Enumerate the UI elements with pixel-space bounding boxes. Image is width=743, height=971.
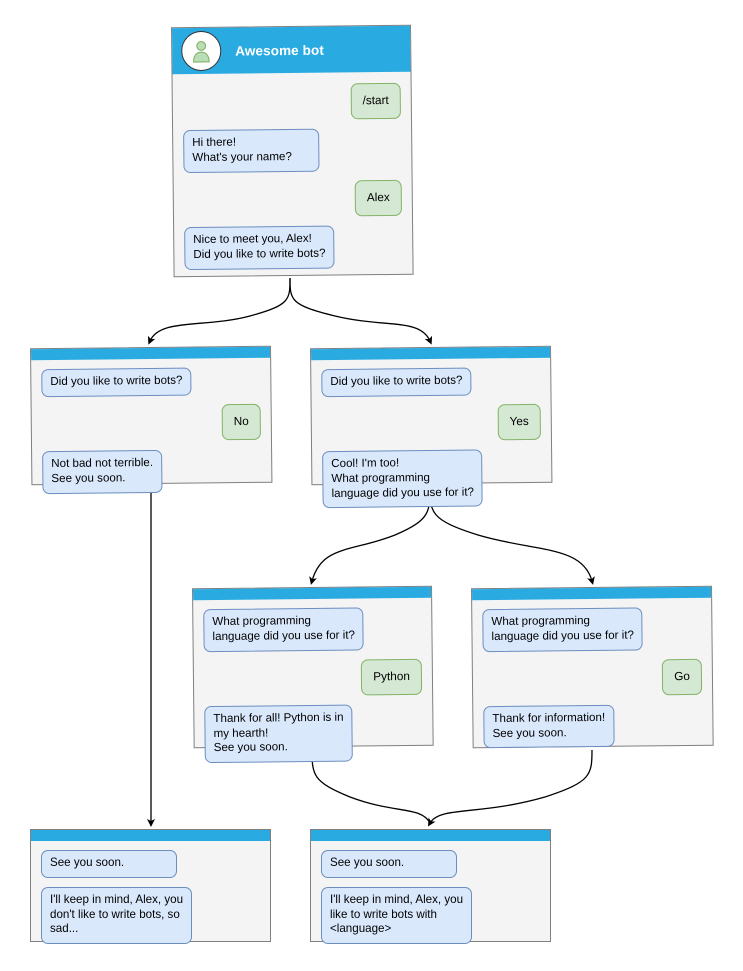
message-row: Thank for information! See you soon.	[483, 704, 702, 749]
user-message: /start	[350, 82, 401, 120]
message-row: Not bad not terrible. See you soon.	[42, 449, 261, 494]
message-row: Nice to meet you, Alex! Did you like to …	[184, 225, 402, 270]
message-row: Cool! I'm too! What programming language…	[322, 449, 542, 509]
node-no-branch-chat: Did you like to write bots? No Not bad n…	[31, 358, 271, 504]
bot-message: I'll keep in mind, Alex, you don't like …	[41, 886, 193, 945]
bot-message: I'll keep in mind, Alex, you like to wri…	[321, 886, 473, 945]
node-yes-branch-chat: Did you like to write bots? Yes Cool! I'…	[311, 358, 552, 519]
node-python-branch[interactable]: What programming language did you use fo…	[192, 585, 434, 764]
bot-message: Hi there! What's your name?	[183, 128, 320, 173]
message-row: /start	[183, 82, 401, 121]
node-end-sad-chat: See you soon. I'll keep in mind, Alex, y…	[31, 841, 270, 954]
message-row: I'll keep in mind, Alex, you like to wri…	[321, 886, 540, 945]
edge-root-to-yes	[289, 277, 433, 345]
user-message: Python	[361, 658, 423, 696]
node-end-happy[interactable]: See you soon. I'll keep in mind, Alex, y…	[310, 829, 551, 945]
node-go-branch-chat: What programming language did you use fo…	[472, 598, 713, 759]
node-root-header: Awesome bot	[172, 25, 411, 75]
edge-go-to-end-happy	[427, 749, 593, 827]
message-row: Hi there! What's your name?	[183, 128, 401, 173]
message-row: Python	[204, 658, 423, 697]
node-end-happy-chat: See you soon. I'll keep in mind, Alex, y…	[311, 841, 550, 954]
node-yes-branch[interactable]: Did you like to write bots? Yes Cool! I'…	[310, 345, 553, 509]
edge-root-to-no	[147, 277, 291, 345]
message-row: What programming language did you use fo…	[203, 607, 421, 652]
node-root[interactable]: Awesome bot /start Hi there! What's your…	[171, 24, 414, 280]
bot-message: Not bad not terrible. See you soon.	[42, 449, 163, 494]
message-row: Did you like to write bots?	[41, 367, 260, 397]
node-python-branch-chat: What programming language did you use fo…	[193, 598, 433, 774]
message-row: Thank for all! Python is in my hearth! S…	[204, 704, 423, 764]
user-message: Go	[662, 658, 703, 696]
bot-message: See you soon.	[321, 850, 457, 878]
bot-message: What programming language did you use fo…	[482, 607, 644, 652]
user-message: Alex	[354, 179, 402, 217]
message-row: See you soon.	[321, 850, 540, 878]
bot-message: Thank for information! See you soon.	[483, 704, 615, 749]
message-row: Yes	[322, 403, 541, 442]
message-row: What programming language did you use fo…	[482, 607, 701, 652]
person-avatar-icon	[181, 30, 222, 72]
node-go-branch[interactable]: What programming language did you use fo…	[471, 585, 714, 749]
bot-message: Did you like to write bots?	[321, 367, 472, 397]
user-message: Yes	[497, 403, 541, 441]
message-row: Alex	[184, 179, 402, 218]
node-end-sad-header	[31, 830, 270, 841]
bot-message: Thank for all! Python is in my hearth! S…	[204, 704, 354, 764]
bot-message: What programming language did you use fo…	[203, 607, 365, 652]
node-end-happy-header	[311, 830, 550, 841]
message-row: No	[42, 403, 261, 442]
message-row: Did you like to write bots?	[321, 367, 540, 397]
node-no-branch[interactable]: Did you like to write bots? No Not bad n…	[30, 345, 273, 494]
bot-message: See you soon.	[41, 850, 177, 878]
bot-message: Did you like to write bots?	[41, 367, 192, 397]
message-row: See you soon.	[41, 850, 260, 878]
node-root-title: Awesome bot	[235, 42, 324, 59]
node-end-sad[interactable]: See you soon. I'll keep in mind, Alex, y…	[30, 829, 271, 945]
user-message: No	[221, 403, 261, 441]
message-row: I'll keep in mind, Alex, you don't like …	[41, 886, 260, 945]
bot-message: Cool! I'm too! What programming language…	[322, 449, 484, 509]
node-root-chat: /start Hi there! What's your name? Alex …	[172, 72, 412, 280]
bot-message: Nice to meet you, Alex! Did you like to …	[184, 225, 335, 270]
message-row: Go	[483, 658, 703, 697]
